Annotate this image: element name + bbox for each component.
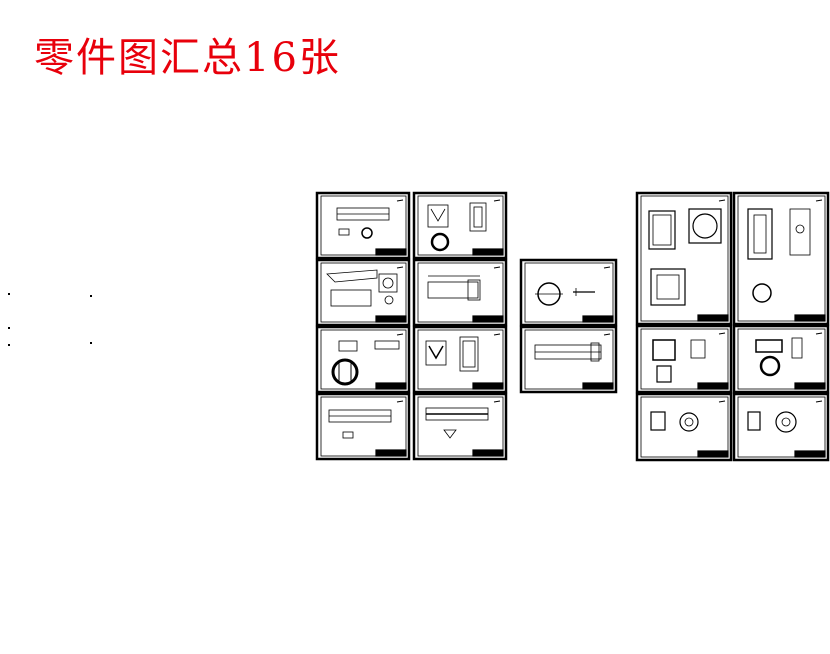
drawing-sheet[interactable] <box>315 325 411 394</box>
drawing-sheet[interactable] <box>732 191 830 326</box>
stray-dot <box>8 344 10 346</box>
drawing-sheet[interactable] <box>412 258 508 327</box>
drawing-sheet[interactable] <box>519 258 618 327</box>
drawing-sheet[interactable] <box>412 392 508 461</box>
stray-dot <box>8 293 10 295</box>
drawing-sheet[interactable] <box>732 392 830 462</box>
drawing-sheet[interactable] <box>315 258 411 327</box>
stray-dot <box>8 327 10 329</box>
drawing-sheet[interactable] <box>412 325 508 394</box>
page-title: 零件图汇总16张 <box>34 35 341 81</box>
stray-dot <box>90 295 92 297</box>
drawing-sheet[interactable] <box>635 324 733 394</box>
drawing-sheet[interactable] <box>635 191 733 326</box>
drawing-sheet[interactable] <box>315 191 411 260</box>
drawing-sheet[interactable] <box>635 392 733 462</box>
stray-dot <box>90 342 92 344</box>
drawing-sheet[interactable] <box>315 392 411 461</box>
drawing-sheet[interactable] <box>519 325 618 394</box>
drawing-sheet[interactable] <box>732 324 830 394</box>
drawing-sheet[interactable] <box>412 191 508 260</box>
